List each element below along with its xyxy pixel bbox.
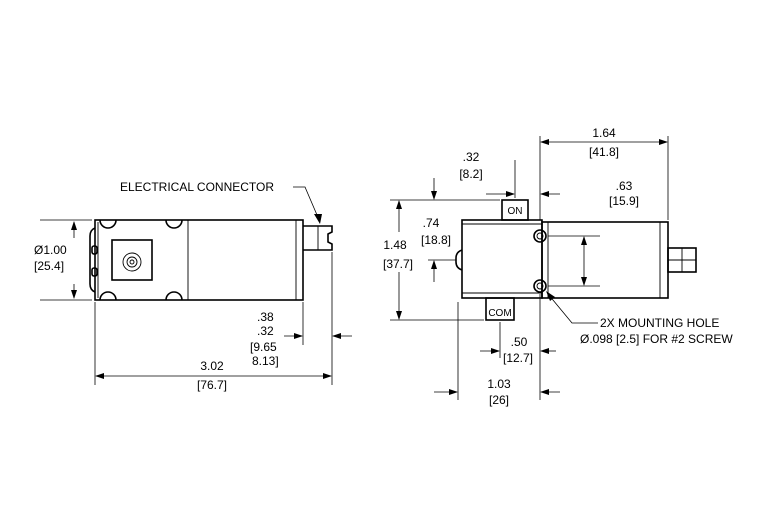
dim-hole-spacing-in: .63 [616,179,633,193]
dim-conn-mm-2: 8.13] [252,354,279,368]
connector-pin-outer [122,252,142,272]
dim-hole-x-in: 1.03 [487,377,511,391]
mounting-hole-top [533,229,547,243]
label-mounting-hole-2: Ø.098 [2.5] FOR #2 SCREW [580,332,733,346]
dim-width-mm: [41.8] [589,145,619,159]
on-terminal-tab [501,199,529,221]
motor-cylinder [541,221,669,299]
tab-bottom-left [99,291,117,301]
com-terminal-tab [485,297,515,321]
label-mounting-hole-1: 2X MOUNTING HOLE [600,316,719,330]
end-view: ON COM 1.64 [41.8] .32 [8.2] [383,126,733,407]
dim-diameter-mm: [25.4] [34,259,64,273]
electrical-connector-tab [303,225,333,251]
dim-hole-spacing-mm: [15.9] [609,194,639,208]
mounting-hole-bottom [533,279,547,293]
dim-mid-mm: [18.8] [421,233,451,247]
dim-length-in: 3.02 [200,359,224,373]
dim-diameter-in: Ø1.00 [34,243,67,257]
label-com: COM [488,308,511,319]
tab-top-left [99,219,117,229]
label-electrical-connector: ELECTRICAL CONNECTOR [120,180,274,194]
dim-height-mm: [37.7] [383,257,413,271]
right-body-outline [461,219,543,299]
dim-top-mm: [8.2] [459,167,482,181]
dim-conn-mm-1: [9.65 [250,340,277,354]
dim-height-in: 1.48 [383,238,407,252]
left-body-outline [94,219,304,301]
dim-mid-in: .74 [423,216,440,230]
side-view: ELECTRICAL CONNECTOR Ø1.00 [25.4] 3.02 [… [34,180,352,392]
dim-hole-offset-mm: [12.7] [503,351,533,365]
dim-width-in: 1.64 [592,126,616,140]
dim-conn-in-2: .32 [257,324,274,338]
connector-pin-inner [126,256,138,268]
dim-length-mm: [76.7] [197,378,227,392]
connector-block [111,239,153,281]
dim-top-in: .32 [463,150,480,164]
label-on: ON [508,206,523,217]
tab-top-right [165,219,183,229]
tab-bottom-right [165,291,183,301]
dim-conn-in-1: .38 [257,310,274,324]
dim-hole-x-mm: [26] [489,393,509,407]
dim-hole-offset-in: .50 [511,335,528,349]
